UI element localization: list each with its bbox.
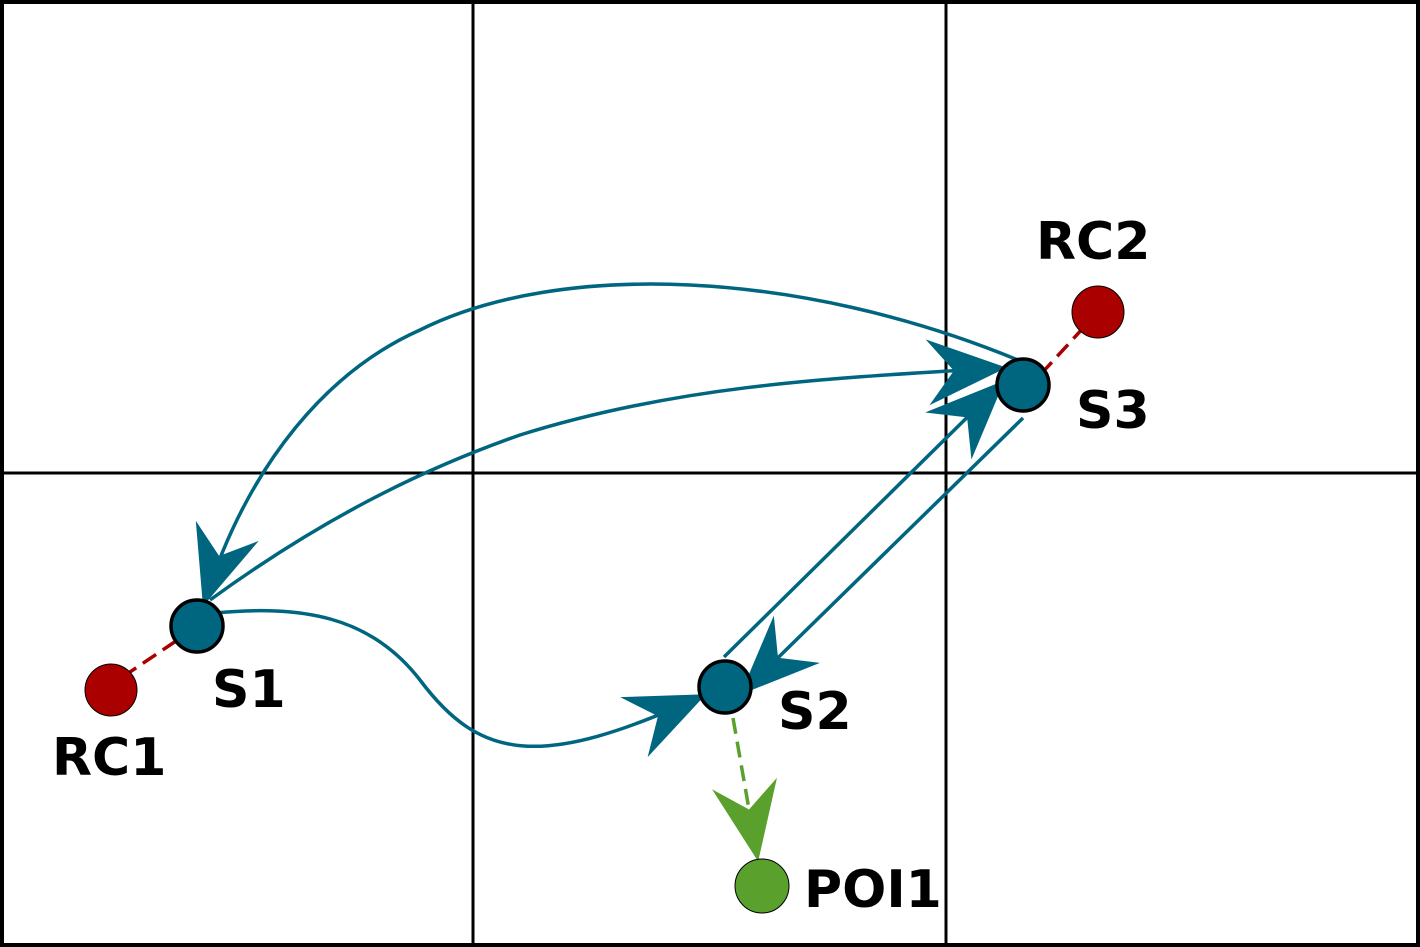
node-s3 (995, 357, 1051, 413)
links (123, 324, 1087, 862)
edges (195, 282, 1025, 758)
edge-s3-s1 (195, 282, 1019, 607)
node-s1 (169, 598, 225, 654)
edge-s3-s2 (740, 416, 1025, 695)
link-s1-rc1 (123, 639, 177, 678)
link-s3-rc2 (1039, 324, 1087, 376)
edge-s1-s3 (208, 339, 1007, 602)
node-poi1 (734, 858, 790, 914)
label-s2: S2 (778, 682, 852, 742)
edge-s2-s3 (722, 380, 1005, 659)
label-rc1: RC1 (52, 728, 166, 788)
label-s1: S1 (212, 660, 286, 720)
edge-s1-s2 (214, 608, 707, 758)
node-s2 (697, 659, 753, 715)
labels: S1 S2 S3 RC1 RC2 POI1 (52, 212, 1150, 920)
label-s3: S3 (1076, 381, 1150, 441)
label-rc2: RC2 (1036, 212, 1150, 272)
label-poi1: POI1 (804, 860, 942, 920)
edge-s2-poi1 (711, 717, 777, 862)
node-rc1 (84, 663, 138, 717)
node-rc2 (1071, 285, 1125, 339)
nodes (84, 285, 1125, 914)
